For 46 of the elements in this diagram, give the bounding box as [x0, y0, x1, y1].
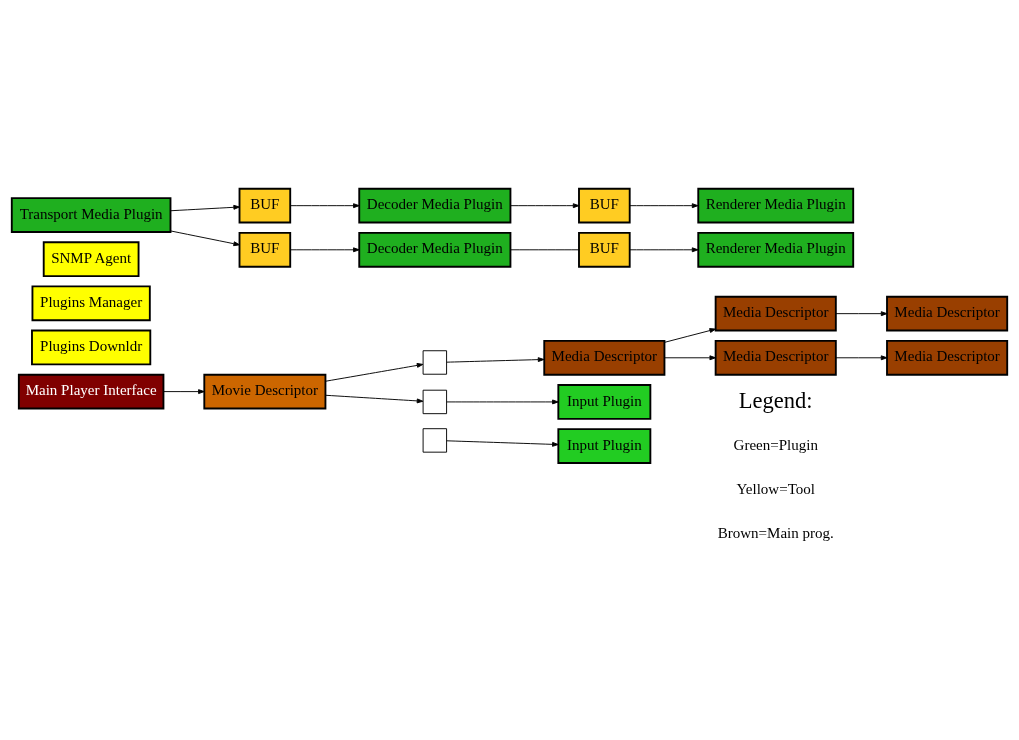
- arrow: [446, 440, 559, 447]
- node-box: Media Descriptor: [714, 339, 837, 376]
- arrow: [289, 247, 360, 253]
- node-box: Plugins Manager: [31, 285, 151, 322]
- node-box: Input Plugin: [557, 428, 652, 464]
- label: Legend:: [738, 387, 813, 413]
- node-box: [422, 350, 448, 375]
- legend-label: Brown=Main prog.: [717, 524, 834, 541]
- arrow: [325, 394, 424, 404]
- node-box: Renderer Media Plugin: [697, 187, 855, 224]
- arrow: [664, 355, 716, 361]
- arrow: [170, 230, 240, 247]
- node-box: Media Descriptor: [543, 339, 666, 376]
- arrow: [325, 362, 424, 382]
- legend-label: Green=Plugin: [733, 436, 818, 453]
- node-box: Plugins Downldr: [31, 329, 152, 366]
- node-box: SNMP Agent: [42, 241, 140, 278]
- node-box: Media Descriptor: [886, 295, 1009, 332]
- node-box: Media Descriptor: [714, 295, 837, 332]
- node-box: BUF: [238, 187, 292, 224]
- node-box: [422, 428, 448, 453]
- legend-label: Yellow=Tool: [736, 480, 815, 497]
- arrow: [629, 247, 699, 253]
- node-box: Media Descriptor: [886, 339, 1009, 376]
- arrow: [289, 203, 360, 209]
- node-box: Main Player Interface: [17, 373, 165, 410]
- node-box: Decoder Media Plugin: [358, 231, 512, 268]
- node-box: BUF: [578, 231, 631, 268]
- node-box: Renderer Media Plugin: [697, 231, 855, 268]
- node-box: Transport Media Plugin: [10, 197, 172, 233]
- arrow: [163, 389, 205, 395]
- node-box: Decoder Media Plugin: [358, 187, 512, 224]
- arrow: [629, 203, 699, 209]
- arrow: [510, 203, 580, 209]
- node-box: Input Plugin: [557, 384, 652, 420]
- node-box: [422, 389, 448, 415]
- arrow: [835, 311, 888, 317]
- arrow: [835, 355, 888, 361]
- node-box: Movie Descriptor: [203, 373, 327, 410]
- arrow: [664, 328, 716, 343]
- node-box: BUF: [578, 187, 631, 224]
- node-box: BUF: [238, 231, 292, 268]
- arrow: [446, 357, 545, 363]
- connector: [510, 249, 580, 251]
- arrow: [170, 204, 240, 212]
- arrow: [446, 399, 559, 405]
